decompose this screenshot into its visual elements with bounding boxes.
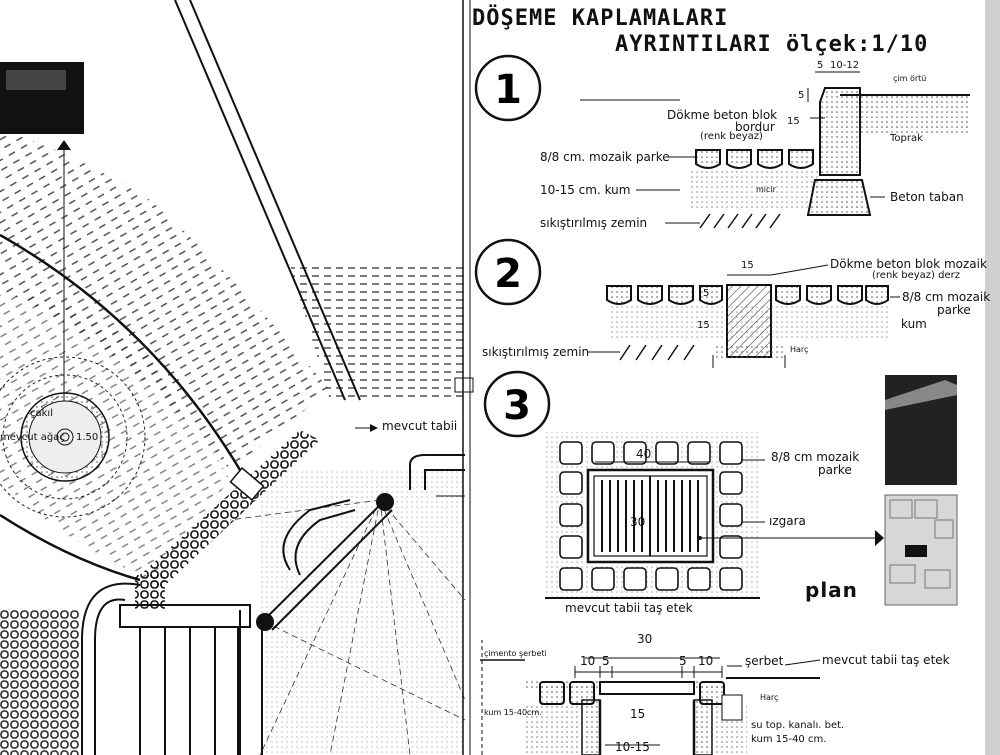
label-mevcut-tabii-tas-etek-3: mevcut tabii taş etek [565,601,693,615]
label-sikistirilmis-zemin-2: sıkıştırılmış zemin [482,345,590,359]
detail-1-number: 1 [494,67,522,113]
arrow-icon [875,530,884,546]
label-mozaik-parke-1: 8/8 cm. mozaik parke [540,150,670,164]
dim-30-section: 30 [637,632,653,646]
label-cimento-serbeti: çimento şerbeti [484,649,547,658]
sheet-title-line-1: DÖŞEME KAPLAMALARI [472,6,729,31]
dim-10a: 10 [580,654,596,668]
label-kum-section-left: kum 15-40cm. [484,708,542,717]
sheet-title-line-2: AYRINTILARI ölçek:1/10 [615,32,929,57]
label-dokme-beton-blok-mozaik: Dökme beton blok mozaik [830,257,987,271]
label-kum-section-right: kum 15-40 cm. [751,734,827,745]
label-kum-2: kum [901,317,927,331]
label-mevcut-tabii-tas-etek-section: mevcut tabii taş etek [822,653,950,667]
label-kum-1: 10-15 cm. kum [540,183,631,197]
dim-15-top: 15 [741,260,754,271]
label-serbet: şerbet [745,654,784,668]
dim-5b: 5 [798,90,805,101]
detail-3: 3 [483,370,958,606]
dim-10-12: 10-12 [830,60,860,71]
page-spine [462,0,1000,755]
detail-2-marker [474,238,542,306]
dim-5b: 5 [679,654,687,668]
dim-15-section: 15 [630,707,646,721]
detail-1: 1 [474,54,970,229]
label-harc-section: Harç [760,693,779,702]
detail-2-number: 2 [494,251,522,297]
dim-5: 5 [817,60,824,71]
label-bordur: bordur [735,120,775,134]
label-renk-beyaz-derz: (renk beyaz) derz [872,270,960,281]
label-su-top-kanali: su top. kanalı. bet. [751,720,845,731]
label-mozaik-parke-3: 8/8 cm mozaik [771,450,860,464]
label-toprak: Toprak [890,133,923,144]
label-dokme-beton-blok: Dökme beton blok [667,108,778,122]
label-cim-ortu: çim örtü [893,74,927,83]
label-cakil: çakıl [30,408,53,419]
north-arrow-icon [57,140,71,150]
detail-3-marker [483,370,551,438]
dim-40: 40 [636,447,652,461]
dim-15: 15 [787,116,800,127]
site-plan [0,0,474,755]
label-izgara: ızgara [769,514,806,528]
label-renk-beyaz: (renk beyaz) [700,131,763,142]
label-micir: micir [756,185,776,194]
label-sikistirilmis-zemin-1: sıkıştırılmış zemin [540,216,648,230]
detail-2: 2 [474,238,900,368]
detail-1-marker [474,54,542,122]
dim-10b: 10 [698,654,714,668]
dim-5a: 5 [602,654,610,668]
label-parke-2: parke [937,303,971,317]
dim-5-d2: 5 [703,288,710,299]
grate [586,468,715,564]
section-drawing [480,640,821,755]
dim-10-15: 10-15 [615,740,650,754]
label-parke-3: parke [818,463,852,477]
tree-symbol [0,356,146,518]
label-tree-diameter: 1.50 [76,432,99,443]
label-mozaik-parke-2: 8/8 cm mozaik [902,290,991,304]
label-plan: plan [805,578,858,602]
label-mevcut-agac: mevcut ağaç [0,432,65,443]
dim-15-side: 15 [697,320,710,331]
dim-30: 30 [630,515,646,529]
detail-3-number: 3 [503,383,531,429]
label-harc-2: Harç [790,345,809,354]
mosaic-tiles [559,441,743,591]
label-mevcut-tabii: mevcut tabii [382,419,458,433]
label-beton-taban: Beton taban [890,190,964,204]
